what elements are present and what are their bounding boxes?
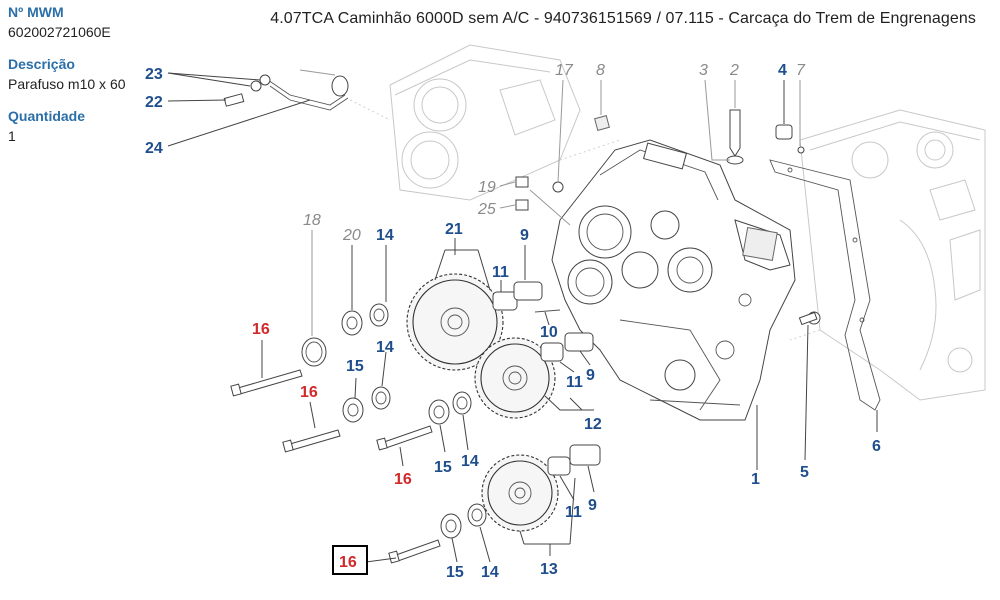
- callout-16-d-selected[interactable]: 16: [339, 554, 357, 571]
- callout-13[interactable]: 13: [540, 561, 558, 578]
- callout-25[interactable]: 25: [477, 201, 496, 218]
- callout-11-a[interactable]: 11: [492, 264, 509, 281]
- callout-16-b[interactable]: 16: [300, 384, 318, 401]
- callout-18[interactable]: 18: [303, 212, 321, 229]
- quantity-value: 1: [8, 128, 16, 144]
- callout-24[interactable]: 24: [145, 140, 163, 157]
- callout-14-b[interactable]: 14: [376, 339, 394, 356]
- gear-housing: [551, 139, 796, 421]
- engine-block-ghost-right: [789, 109, 986, 401]
- callout-12[interactable]: 12: [584, 416, 602, 433]
- oil-pipe-assembly: [223, 69, 391, 121]
- bolts: [230, 369, 441, 564]
- callout-14-d[interactable]: 14: [481, 564, 499, 581]
- mwm-number-label: Nº MWM: [8, 4, 64, 20]
- callout-23[interactable]: 23: [145, 66, 163, 83]
- callout-8[interactable]: 8: [596, 62, 605, 79]
- callout-14-c[interactable]: 14: [461, 453, 479, 470]
- callout-20[interactable]: 20: [342, 227, 361, 244]
- callout-15-c[interactable]: 15: [446, 564, 464, 581]
- description-label: Descrição: [8, 56, 75, 72]
- shafts-and-washers: [301, 281, 601, 539]
- callout-9-c[interactable]: 9: [588, 497, 597, 514]
- leader-lines: [167, 72, 878, 563]
- quantity-label: Quantidade: [8, 108, 86, 124]
- callout-15-a[interactable]: 15: [346, 358, 364, 375]
- callout-6[interactable]: 6: [872, 438, 881, 455]
- callout-2[interactable]: 2: [729, 62, 739, 79]
- part-info-panel: Nº MWM 602002721060E Descrição Parafuso …: [8, 4, 228, 160]
- gear-train: [406, 273, 559, 532]
- callout-9-a[interactable]: 9: [520, 227, 529, 244]
- callout-11-b[interactable]: 11: [566, 374, 583, 391]
- callout-19[interactable]: 19: [478, 179, 496, 196]
- callout-11-c[interactable]: 11: [565, 504, 582, 521]
- callout-22[interactable]: 22: [145, 94, 163, 111]
- callout-7[interactable]: 7: [796, 62, 806, 79]
- callout-9-b[interactable]: 9: [586, 367, 595, 384]
- callout-15-b[interactable]: 15: [434, 459, 452, 476]
- callout-labels: 23 22 24 17 8 3 2 4 7 19 25 18 20 14 21 …: [145, 62, 881, 581]
- engine-block-ghost-left: [389, 44, 621, 201]
- callout-21[interactable]: 21: [445, 221, 463, 238]
- callout-3[interactable]: 3: [699, 62, 708, 79]
- mwm-number-value: 602002721060E: [8, 24, 111, 40]
- callout-16-c[interactable]: 16: [394, 471, 412, 488]
- page-title: 4.07TCA Caminhão 6000D sem A/C - 9407361…: [270, 10, 976, 27]
- callout-5[interactable]: 5: [800, 464, 809, 481]
- description-value: Parafuso m10 x 60: [8, 76, 126, 92]
- callout-14-a[interactable]: 14: [376, 227, 394, 244]
- selected-part-highlight: [332, 545, 368, 575]
- callout-4[interactable]: 4: [778, 62, 787, 79]
- callout-10[interactable]: 10: [540, 324, 558, 341]
- callout-16-a[interactable]: 16: [252, 321, 270, 338]
- callout-17[interactable]: 17: [555, 62, 574, 79]
- gasket: [769, 159, 881, 411]
- callout-1[interactable]: 1: [751, 471, 760, 488]
